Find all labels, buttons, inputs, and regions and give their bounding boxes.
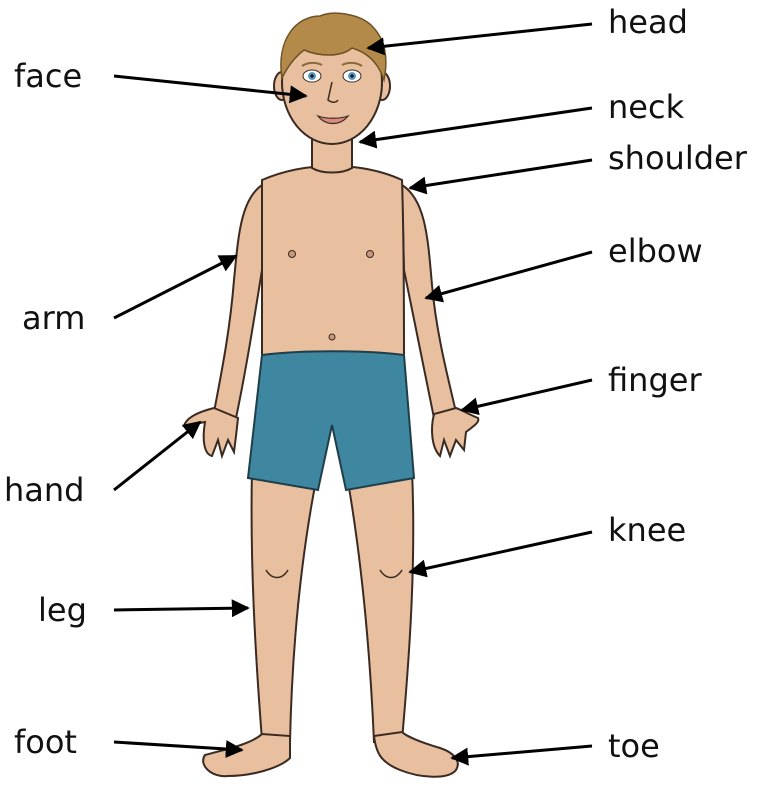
arrow-arm — [114, 256, 236, 318]
arrow-neck — [360, 108, 592, 142]
label-leg: leg — [38, 594, 87, 626]
legs — [252, 470, 414, 742]
foot-left — [203, 734, 290, 776]
arrow-finger — [462, 380, 592, 410]
label-face: face — [14, 60, 82, 92]
arrow-elbow — [426, 252, 592, 298]
hand-right — [432, 408, 478, 456]
arrow-hand — [114, 422, 200, 490]
feet — [203, 732, 458, 777]
hand-left — [184, 408, 238, 456]
label-finger: finger — [608, 364, 702, 396]
label-shoulder: shoulder — [608, 142, 747, 174]
label-neck: neck — [608, 91, 684, 123]
arrow-leg — [114, 608, 248, 610]
label-arm: arm — [22, 302, 85, 334]
arrow-shoulder — [410, 160, 592, 188]
label-elbow: elbow — [608, 235, 703, 267]
label-head: head — [608, 6, 688, 38]
arrow-toe — [452, 746, 592, 758]
shorts — [248, 351, 414, 490]
label-hand: hand — [4, 474, 84, 506]
torso — [262, 166, 404, 360]
label-knee: knee — [608, 514, 686, 546]
label-foot: foot — [14, 726, 77, 758]
arrow-head — [368, 24, 592, 48]
arrow-foot — [114, 742, 242, 750]
arrow-knee — [410, 532, 592, 572]
label-toe: toe — [608, 730, 660, 762]
foot-right — [374, 732, 458, 777]
